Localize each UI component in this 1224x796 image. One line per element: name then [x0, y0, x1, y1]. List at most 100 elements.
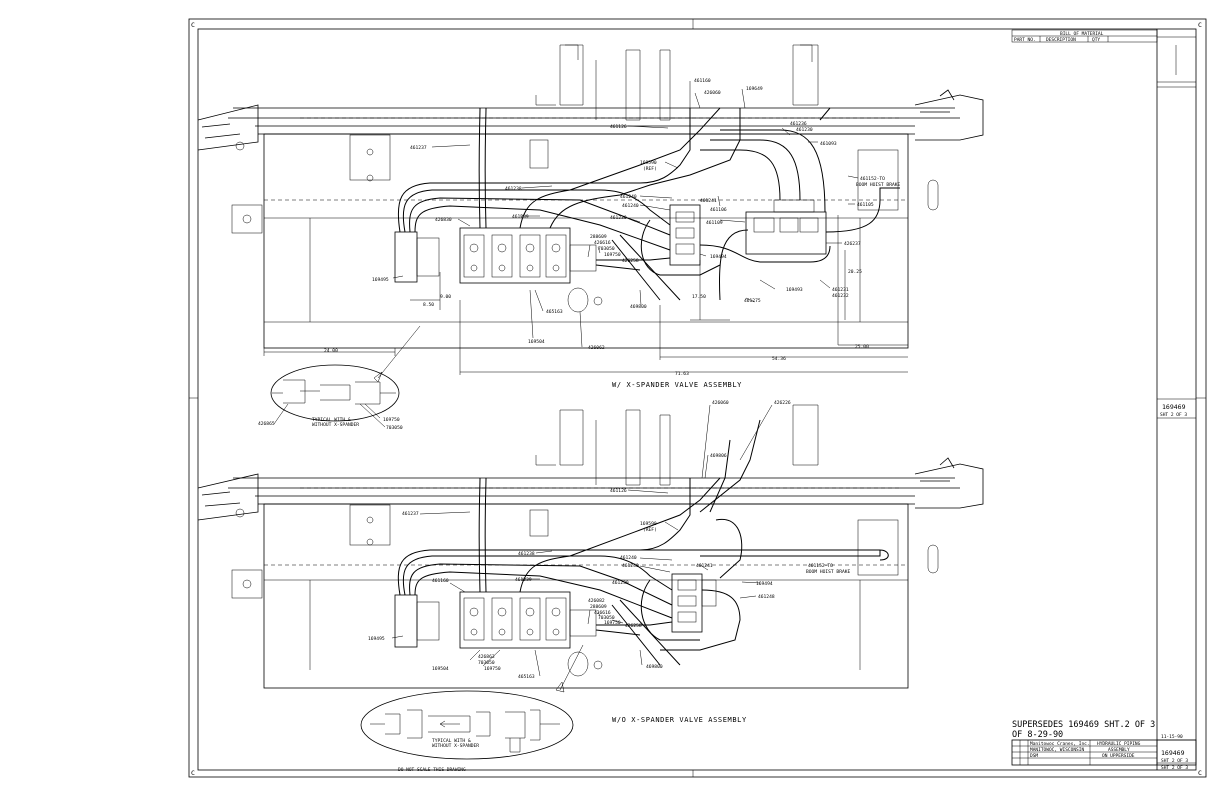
- bom-title: BILL OF MATERIAL: [1060, 31, 1104, 37]
- bottom-view-title: W/O X-SPANDER VALVE ASSEMBLY: [612, 716, 747, 724]
- bottom-label-426082: 426082: [588, 598, 605, 604]
- drawing-number: 169469: [1161, 749, 1185, 757]
- label-169590-ref: (REF): [643, 166, 657, 172]
- drawn-by: DSM: [1030, 753, 1038, 759]
- bottom-detail-note-line2: WITHOUT X-SPANDER: [432, 743, 479, 749]
- bottom-label-461241: 461241: [696, 563, 713, 569]
- bottom-label-461230: 461230: [612, 580, 629, 586]
- bottom-label-426060: 426060: [712, 400, 729, 406]
- drawing-sheet: SHT 2 OF 3: [1161, 758, 1188, 764]
- label-461152: 461152-TO: [860, 176, 885, 182]
- zone-c-top-right: C: [1198, 21, 1202, 29]
- bottom-label-169750: 169750: [604, 620, 621, 626]
- dim-71-63: 71.63: [675, 371, 689, 377]
- bottom-label-461248: 461248: [758, 594, 775, 600]
- bottom-detail-note-line1: TYPICAL WITH &: [432, 738, 471, 744]
- bottom-label-703050-b: 703050: [478, 660, 495, 666]
- drawing-title-line2: ASSEMBLY: [1108, 747, 1130, 753]
- label-461126: 461126: [610, 124, 627, 130]
- bottom-detail-bubble: [360, 690, 574, 760]
- label-169504: 169504: [528, 339, 545, 345]
- bottom-label-288609: 288609: [590, 604, 607, 610]
- bottom-label-461239: 461239: [515, 577, 532, 583]
- bottom-label-461160: 461160: [432, 578, 449, 584]
- label-461238: 461238: [505, 186, 522, 192]
- zone-c-top-left: C: [191, 21, 195, 29]
- company-city: MANITOWOC, WISCONSIN: [1030, 747, 1084, 753]
- label-461240: 461240: [620, 194, 637, 200]
- dim-20-25: 20.25: [848, 269, 862, 275]
- drawing-date: 11-15-90: [1161, 734, 1183, 740]
- bottom-label-461240: 461240: [620, 555, 637, 561]
- bill-of-material: BILL OF MATERIAL PART NO. DESCRIPTION QT…: [1011, 29, 1158, 43]
- label-469800: 469800: [630, 304, 647, 310]
- label-461093: 461093: [820, 141, 837, 147]
- label-461230: 461230: [796, 127, 813, 133]
- label-465163: 465163: [546, 309, 563, 315]
- supersedes-line1: SUPERSEDES 169469 SHT.2 OF 3: [1012, 720, 1155, 730]
- bottom-label-426258: 426258: [625, 623, 642, 629]
- label-461152-note: BOOM HOIST BRAKE: [856, 182, 900, 188]
- dim-9-00: 9.00: [440, 294, 451, 300]
- label-461232: 461232: [832, 293, 849, 299]
- label-461240-b: 461240: [622, 203, 639, 209]
- label-426062: 426062: [588, 345, 605, 351]
- bottom-label-469806: 469806: [710, 453, 727, 459]
- label-426616: 426616: [594, 240, 611, 246]
- label-426865: 426865: [258, 421, 275, 427]
- label-426060: 426060: [704, 90, 721, 96]
- drawing-title-line3: ON UPPERSIDE: [1102, 753, 1135, 759]
- label-426258: 426258: [622, 258, 639, 264]
- label-426237: 426237: [844, 241, 861, 247]
- bottom-label-169590: 169590: [640, 521, 657, 527]
- bom-qty-header: QTY: [1092, 37, 1100, 43]
- bottom-label-426226: 426226: [774, 400, 791, 406]
- label-169649: 169649: [746, 86, 763, 92]
- top-detail-bubble: [270, 364, 400, 422]
- dim-54-36: 54.36: [772, 356, 786, 362]
- bottom-label-426863: 426863: [478, 654, 495, 660]
- bottom-label-169495: 169495: [368, 636, 385, 642]
- do-not-scale-note: DO NOT SCALE THIS DRAWING: [398, 767, 466, 773]
- detail-label-703050: 703050: [386, 425, 403, 431]
- dim-25-00: 25.00: [855, 344, 869, 350]
- bom-part-header: PART NO.: [1014, 37, 1036, 43]
- label-461160: 461160: [694, 78, 711, 84]
- bottom-label-703050: 703050: [598, 615, 615, 621]
- zone-c-bottom-right: C: [1198, 769, 1202, 777]
- label-461275: 461275: [744, 298, 761, 304]
- bottom-label-169504: 169504: [432, 666, 449, 672]
- label-461105: 461105: [857, 202, 874, 208]
- label-461230-b: 461230: [610, 215, 627, 221]
- label-703050: 703050: [598, 246, 615, 252]
- label-426830: 426830: [435, 217, 452, 223]
- detail-label-169750: 169750: [383, 417, 400, 423]
- dim-24-00: 24.00: [324, 348, 338, 354]
- zone-c-bottom-left: C: [191, 769, 195, 777]
- bottom-label-169750-b: 169750: [484, 666, 501, 672]
- drawing-title-line1: HYDRAULIC PIPING: [1097, 741, 1141, 747]
- label-169494: 169494: [710, 254, 727, 260]
- bottom-label-169590-ref: (REF): [643, 527, 657, 533]
- top-detail-note-line2: WITHOUT X-SPANDER: [312, 422, 359, 428]
- label-461237: 461237: [410, 145, 427, 151]
- bottom-label-169494: 169494: [756, 581, 773, 587]
- label-169590: 169590: [640, 160, 657, 166]
- bottom-label-426616: 426616: [594, 610, 611, 616]
- bottom-label-465163: 465163: [518, 674, 535, 680]
- label-169493: 169493: [786, 287, 803, 293]
- company-name: Manitowoc Cranes, Inc.: [1030, 741, 1090, 747]
- label-461236: 461236: [790, 121, 807, 127]
- dim-17-50: 17.50: [692, 294, 706, 300]
- supersedes-line2: OF 8-29-90: [1012, 730, 1063, 740]
- dim-8-50: 8.50: [423, 302, 434, 308]
- bottom-label-461238: 461238: [518, 551, 535, 557]
- bottom-label-461240-b: 461240: [622, 563, 639, 569]
- top-view-title: W/ X-SPANDER VALVE ASSEMBLY: [612, 381, 742, 389]
- bottom-sheet-number: SHT 2 OF 3: [1161, 765, 1188, 771]
- bom-description-header: DESCRIPTION: [1046, 37, 1076, 43]
- label-461239: 461239: [512, 214, 529, 220]
- bottom-label-461152-note: BOOM HOIST BRAKE: [806, 569, 850, 575]
